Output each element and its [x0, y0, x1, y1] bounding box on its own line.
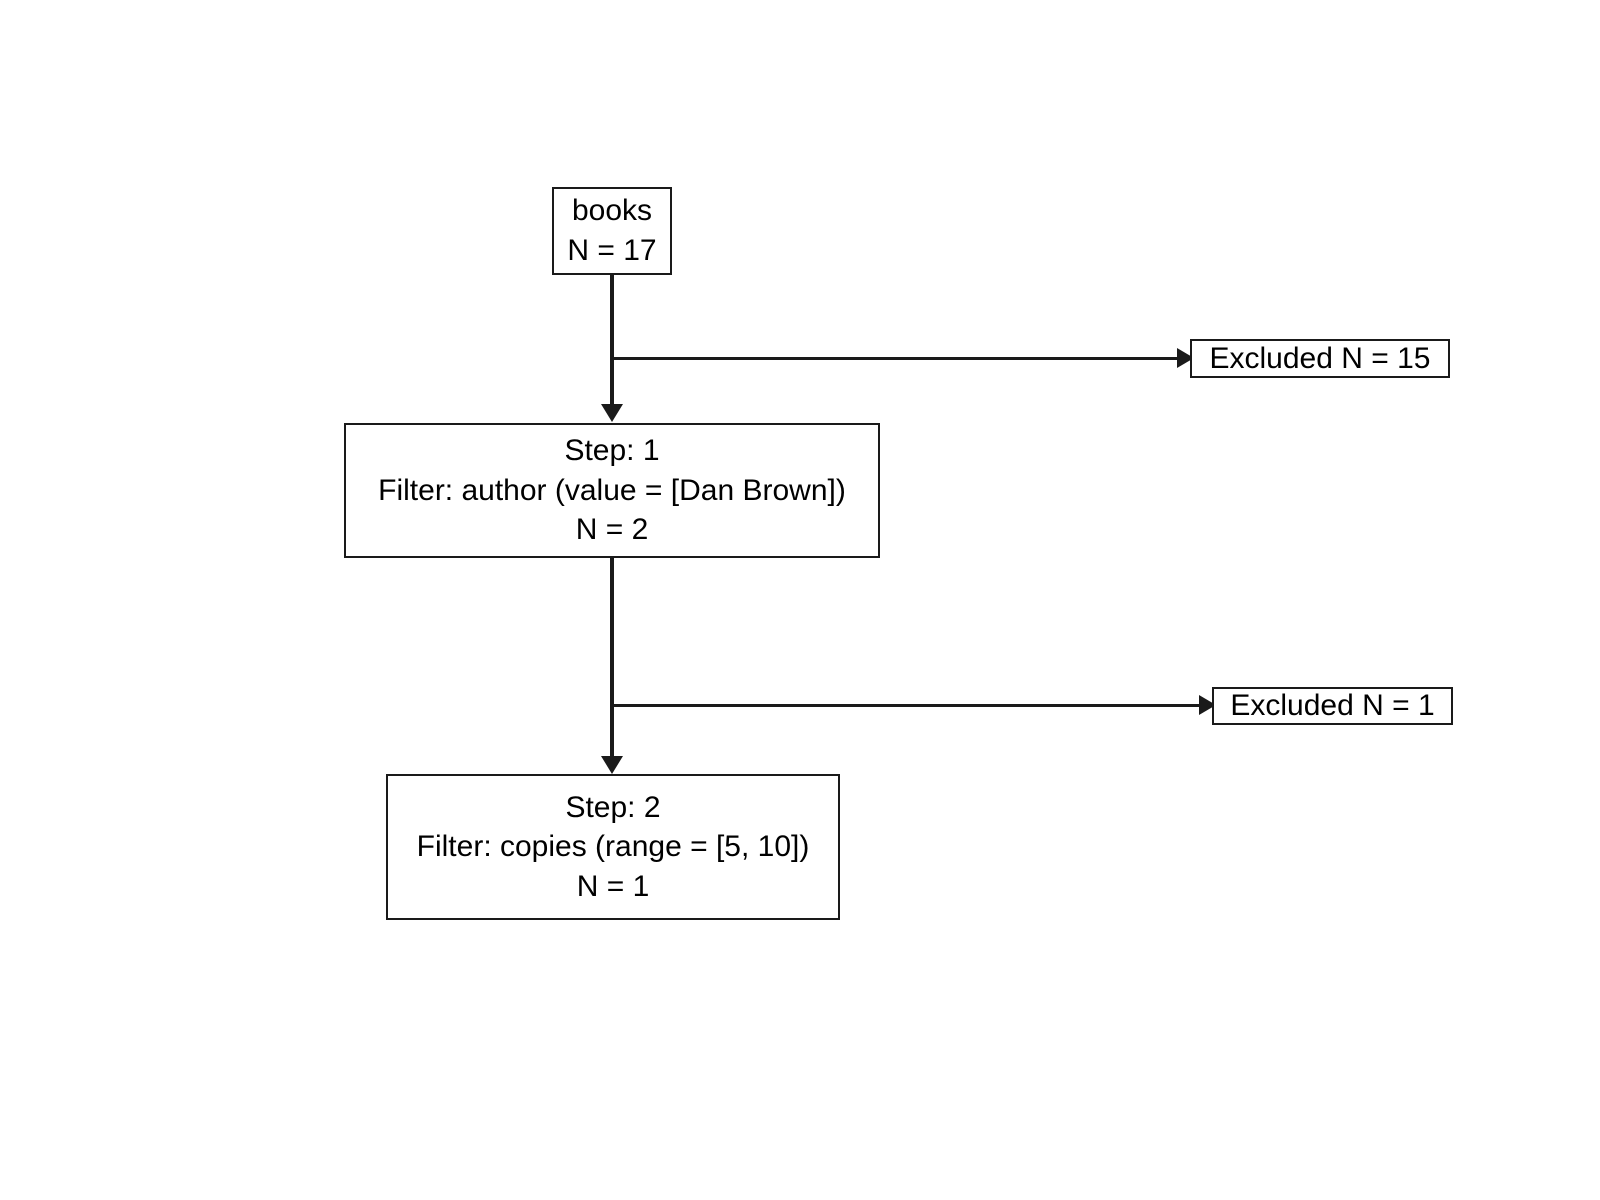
step2-filter-label: Filter: copies (range = [5, 10]) — [416, 830, 810, 864]
arrowhead-down-step1 — [601, 404, 623, 422]
source-count: N = 17 — [567, 234, 657, 267]
edge-source-to-step1 — [610, 275, 614, 408]
node-step-2[interactable]: Step: 2 Filter: copies (range = [5, 10])… — [386, 774, 840, 920]
node-step-1[interactable]: Step: 1 Filter: author (value = [Dan Bro… — [344, 423, 880, 558]
step2-count: N = 1 — [576, 869, 650, 903]
excluded1-label: Excluded N = 15 — [1209, 341, 1431, 375]
node-source-books[interactable]: books N = 17 — [552, 187, 672, 275]
arrowhead-down-step2 — [601, 756, 623, 774]
node-excluded-2[interactable]: Excluded N = 1 — [1212, 687, 1453, 725]
step1-filter-label: Filter: author (value = [Dan Brown]) — [378, 473, 846, 507]
source-label: books — [571, 194, 653, 228]
edge-step1-to-excluded2 — [610, 704, 1220, 707]
step2-step-label: Step: 2 — [565, 790, 661, 824]
step1-step-label: Step: 1 — [564, 434, 660, 468]
excluded2-label: Excluded N = 1 — [1230, 689, 1435, 723]
step1-count: N = 2 — [575, 513, 649, 547]
arrowhead-right-excluded2 — [1199, 695, 1216, 715]
edge-step1-to-step2 — [610, 558, 614, 764]
arrowhead-right-excluded1 — [1177, 348, 1194, 368]
node-excluded-1[interactable]: Excluded N = 15 — [1190, 339, 1450, 378]
edge-source-to-excluded1 — [610, 357, 1198, 360]
